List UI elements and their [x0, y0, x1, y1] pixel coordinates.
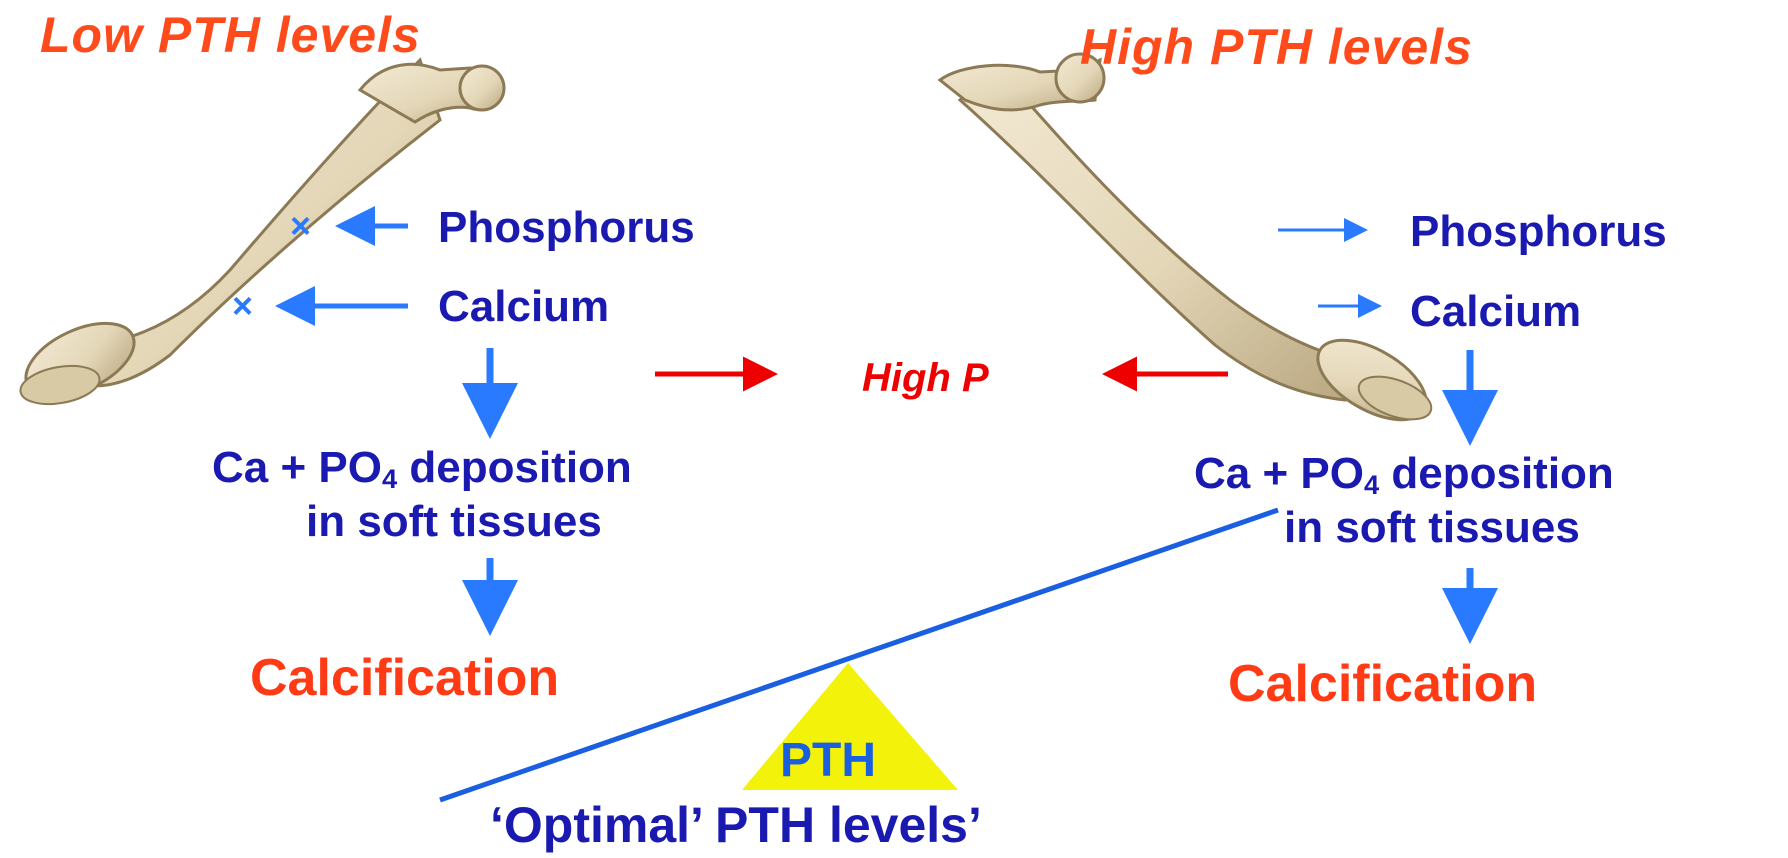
high-p-label: High P: [862, 358, 989, 398]
right-deposition-line1: Ca + PO4 deposition: [1194, 452, 1614, 496]
x-mark-icon-calcium: ×: [232, 288, 253, 324]
right-phosphorus-label: Phosphorus: [1410, 210, 1667, 254]
left-deposition-line1: Ca + PO4 deposition: [212, 446, 632, 490]
left-deposition-prefix: Ca + PO: [212, 443, 382, 492]
right-calcium-label: Calcium: [1410, 290, 1581, 334]
right-deposition-suffix: deposition: [1379, 449, 1614, 498]
bone-icon-left: [15, 60, 504, 412]
left-calcium-label: Calcium: [438, 285, 609, 329]
right-calcification-label: Calcification: [1228, 658, 1537, 710]
right-title: High PTH levels: [1080, 22, 1473, 72]
left-title: Low PTH levels: [40, 10, 421, 60]
left-deposition-suffix: deposition: [397, 443, 632, 492]
left-deposition-line2: in soft tissues: [306, 500, 602, 544]
right-deposition-subscript: 4: [1364, 469, 1379, 500]
pth-fulcrum-label: PTH: [780, 737, 876, 785]
left-calcification-label: Calcification: [250, 652, 559, 704]
bone-icon-right: [940, 54, 1439, 436]
left-deposition-subscript: 4: [382, 463, 397, 494]
optimal-pth-caption: ‘Optimal’ PTH levels’: [490, 800, 982, 850]
right-deposition-prefix: Ca + PO: [1194, 449, 1364, 498]
x-mark-icon-phosphorus: ×: [290, 208, 311, 244]
right-deposition-line2: in soft tissues: [1284, 506, 1580, 550]
left-phosphorus-label: Phosphorus: [438, 206, 695, 250]
